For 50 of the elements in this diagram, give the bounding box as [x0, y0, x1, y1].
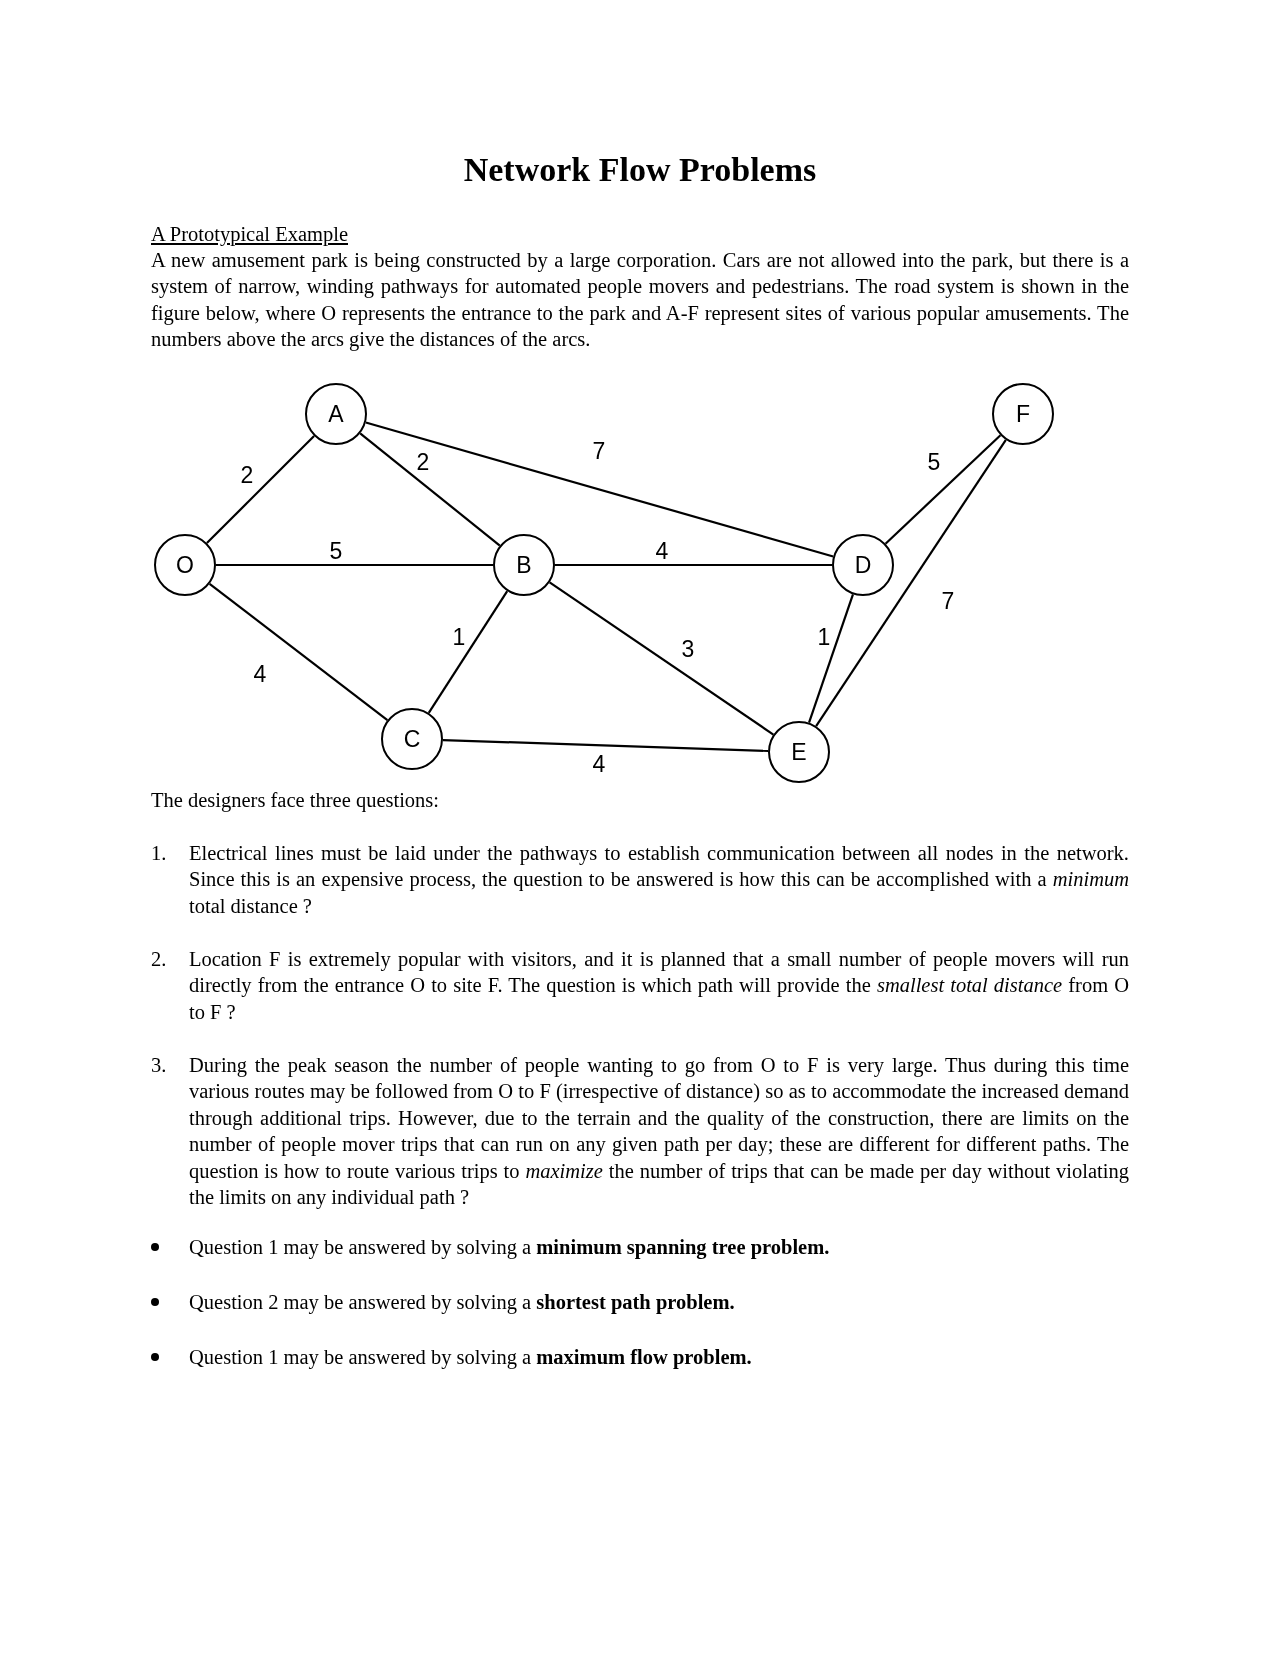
connector-line: [549, 581, 774, 736]
paragraph: The designers face three questions:: [151, 788, 440, 814]
edge-label: 1: [817, 625, 831, 649]
node-label: A: [328, 400, 344, 428]
connector-line: [555, 563, 832, 567]
paragraph: Location F is extremely popular with visitors, and it is planned that a small number of people movers will run directly from the entrance O to site F. The question is which path will provide the smallest total distance from O to F ?: [189, 947, 1129, 1025]
edge-label: 4: [592, 752, 606, 776]
connector-line: [427, 590, 509, 714]
edge-label: 3: [681, 637, 695, 661]
connector-line: [808, 593, 854, 724]
connector-line: [208, 583, 389, 721]
connector-line: [815, 439, 1007, 727]
title: Network Flow Problems: [462, 150, 818, 190]
connector-line: [359, 432, 501, 547]
node-circle: [832, 534, 894, 596]
node-circle: [381, 708, 443, 770]
edge-label: 5: [927, 450, 941, 474]
node-label: F: [1015, 400, 1031, 428]
paragraph: Electrical lines must be laid under the pathways to establish communication between all nodes in the network. Since this is an expensive process, the question to be answered is how this can be accomplished with a minimum total distance ?: [189, 841, 1129, 919]
list-number: 1.: [151, 841, 167, 866]
connector-line: [365, 421, 834, 558]
node-circle: [305, 383, 367, 445]
edge-label: 7: [592, 439, 606, 463]
connector-line: [216, 563, 493, 567]
connector-line: [206, 435, 315, 544]
edge-label: 7: [941, 589, 955, 613]
node-label: E: [791, 738, 807, 766]
list-number: 2.: [151, 947, 167, 972]
bullet-text: Question 1 may be answered by solving a minimum spanning tree problem.: [189, 1235, 830, 1261]
edge-label: 1: [452, 625, 466, 649]
node-label: C: [403, 725, 421, 753]
node-label: B: [516, 551, 532, 579]
paragraph: A new amusement park is being constructed by a large corporation. Cars are not allowed into the park, but there is a system of narrow, winding pathways for automated people movers and pedestrians. The road system is shown in the figure below, where O represents the entrance to the park and A-F represent sites of various popular amusements. The numbers above the arcs give the distances of the arcs.: [151, 248, 1129, 353]
paragraph: During the peak season the number of people wanting to go from O to F is very large. Thus during this time various routes may be followed from O to F (irrespective of distance) so as to accommodate the increased demand through additional trips. However, due to the terrain and the quality of the construction, there are limits on the number of people mover trips that can run on any given path per day; these are different for different paths. The question is how to route various trips to maximize the number of trips that can be made per day without violating the limits on any individual path ?: [189, 1053, 1129, 1211]
node-circle: [154, 534, 216, 596]
connector-line: [442, 738, 769, 753]
node-circle: [493, 534, 555, 596]
node-label: O: [176, 551, 194, 579]
bullet-text: Question 2 may be answered by solving a shortest path problem.: [189, 1290, 735, 1316]
node-label: D: [854, 551, 872, 579]
edge-label: 5: [329, 539, 343, 563]
edge-label: 2: [240, 463, 254, 487]
section-heading: A Prototypical Example: [151, 222, 348, 248]
bullet-text: Question 1 may be answered by solving a maximum flow problem.: [189, 1345, 752, 1371]
node-circle: [768, 721, 830, 783]
connector-line: [884, 434, 1002, 545]
edge-label: 4: [655, 539, 669, 563]
edge-label: 4: [253, 662, 267, 686]
edge-label: 2: [416, 450, 430, 474]
list-number: 3.: [151, 1053, 167, 1078]
